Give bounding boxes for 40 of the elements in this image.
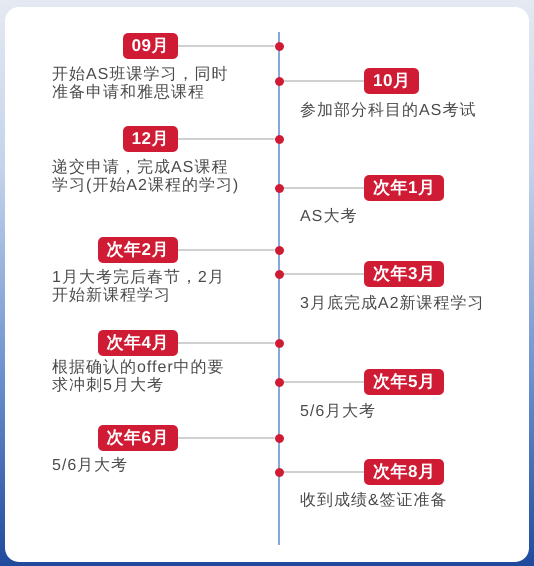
timeline-dot bbox=[274, 468, 284, 476]
connector-line bbox=[284, 381, 364, 383]
month-tag: 次年1月 bbox=[364, 175, 444, 201]
month-tag: 次年6月 bbox=[98, 425, 178, 451]
month-tag: 次年5月 bbox=[364, 369, 444, 395]
timeline-dot bbox=[274, 246, 284, 254]
event-description: 5/6月大考 bbox=[52, 457, 130, 475]
connector-line bbox=[178, 138, 274, 140]
connector-line bbox=[178, 45, 274, 47]
timeline-dot bbox=[274, 76, 284, 86]
month-tag: 10月 bbox=[364, 68, 420, 94]
event-description: 递交申请，完成AS课程学习(开始A2课程的学习) bbox=[52, 159, 240, 195]
month-tag: 次年8月 bbox=[364, 459, 444, 485]
timeline-dot bbox=[274, 378, 284, 386]
connector-line bbox=[284, 471, 364, 473]
month-tag: 次年2月 bbox=[98, 237, 178, 263]
event-description: 根据确认的offer中的要求冲刺5月大考 bbox=[52, 359, 226, 395]
event-description: 1月大考完后春节，2月开始新课程学习 bbox=[52, 269, 226, 305]
event-description: 5/6月大考 bbox=[300, 403, 378, 421]
event-description: 3月底完成A2新课程学习 bbox=[300, 295, 486, 313]
timeline-dot bbox=[274, 42, 284, 50]
event-description: 参加部分科目的AS考试 bbox=[300, 102, 478, 120]
connector-line bbox=[284, 80, 364, 82]
event-description: AS大考 bbox=[300, 208, 358, 226]
month-tag: 09月 bbox=[122, 33, 178, 59]
connector-line bbox=[284, 273, 364, 275]
connector-line bbox=[178, 249, 274, 251]
month-tag: 次年4月 bbox=[98, 330, 178, 356]
connector-line bbox=[178, 437, 274, 439]
month-tag: 次年3月 bbox=[364, 261, 444, 287]
timeline-dot bbox=[274, 434, 284, 442]
timeline-dot bbox=[274, 184, 284, 192]
connector-line bbox=[284, 187, 364, 189]
timeline-dot bbox=[274, 134, 284, 144]
connector-line bbox=[178, 342, 274, 344]
month-tag: 12月 bbox=[122, 126, 178, 152]
event-description: 收到成绩&签证准备 bbox=[300, 492, 449, 510]
event-description: 开始AS班课学习，同时准备申请和雅思课程 bbox=[52, 66, 230, 102]
timeline-dot bbox=[274, 338, 284, 348]
timeline-dot bbox=[274, 270, 284, 278]
